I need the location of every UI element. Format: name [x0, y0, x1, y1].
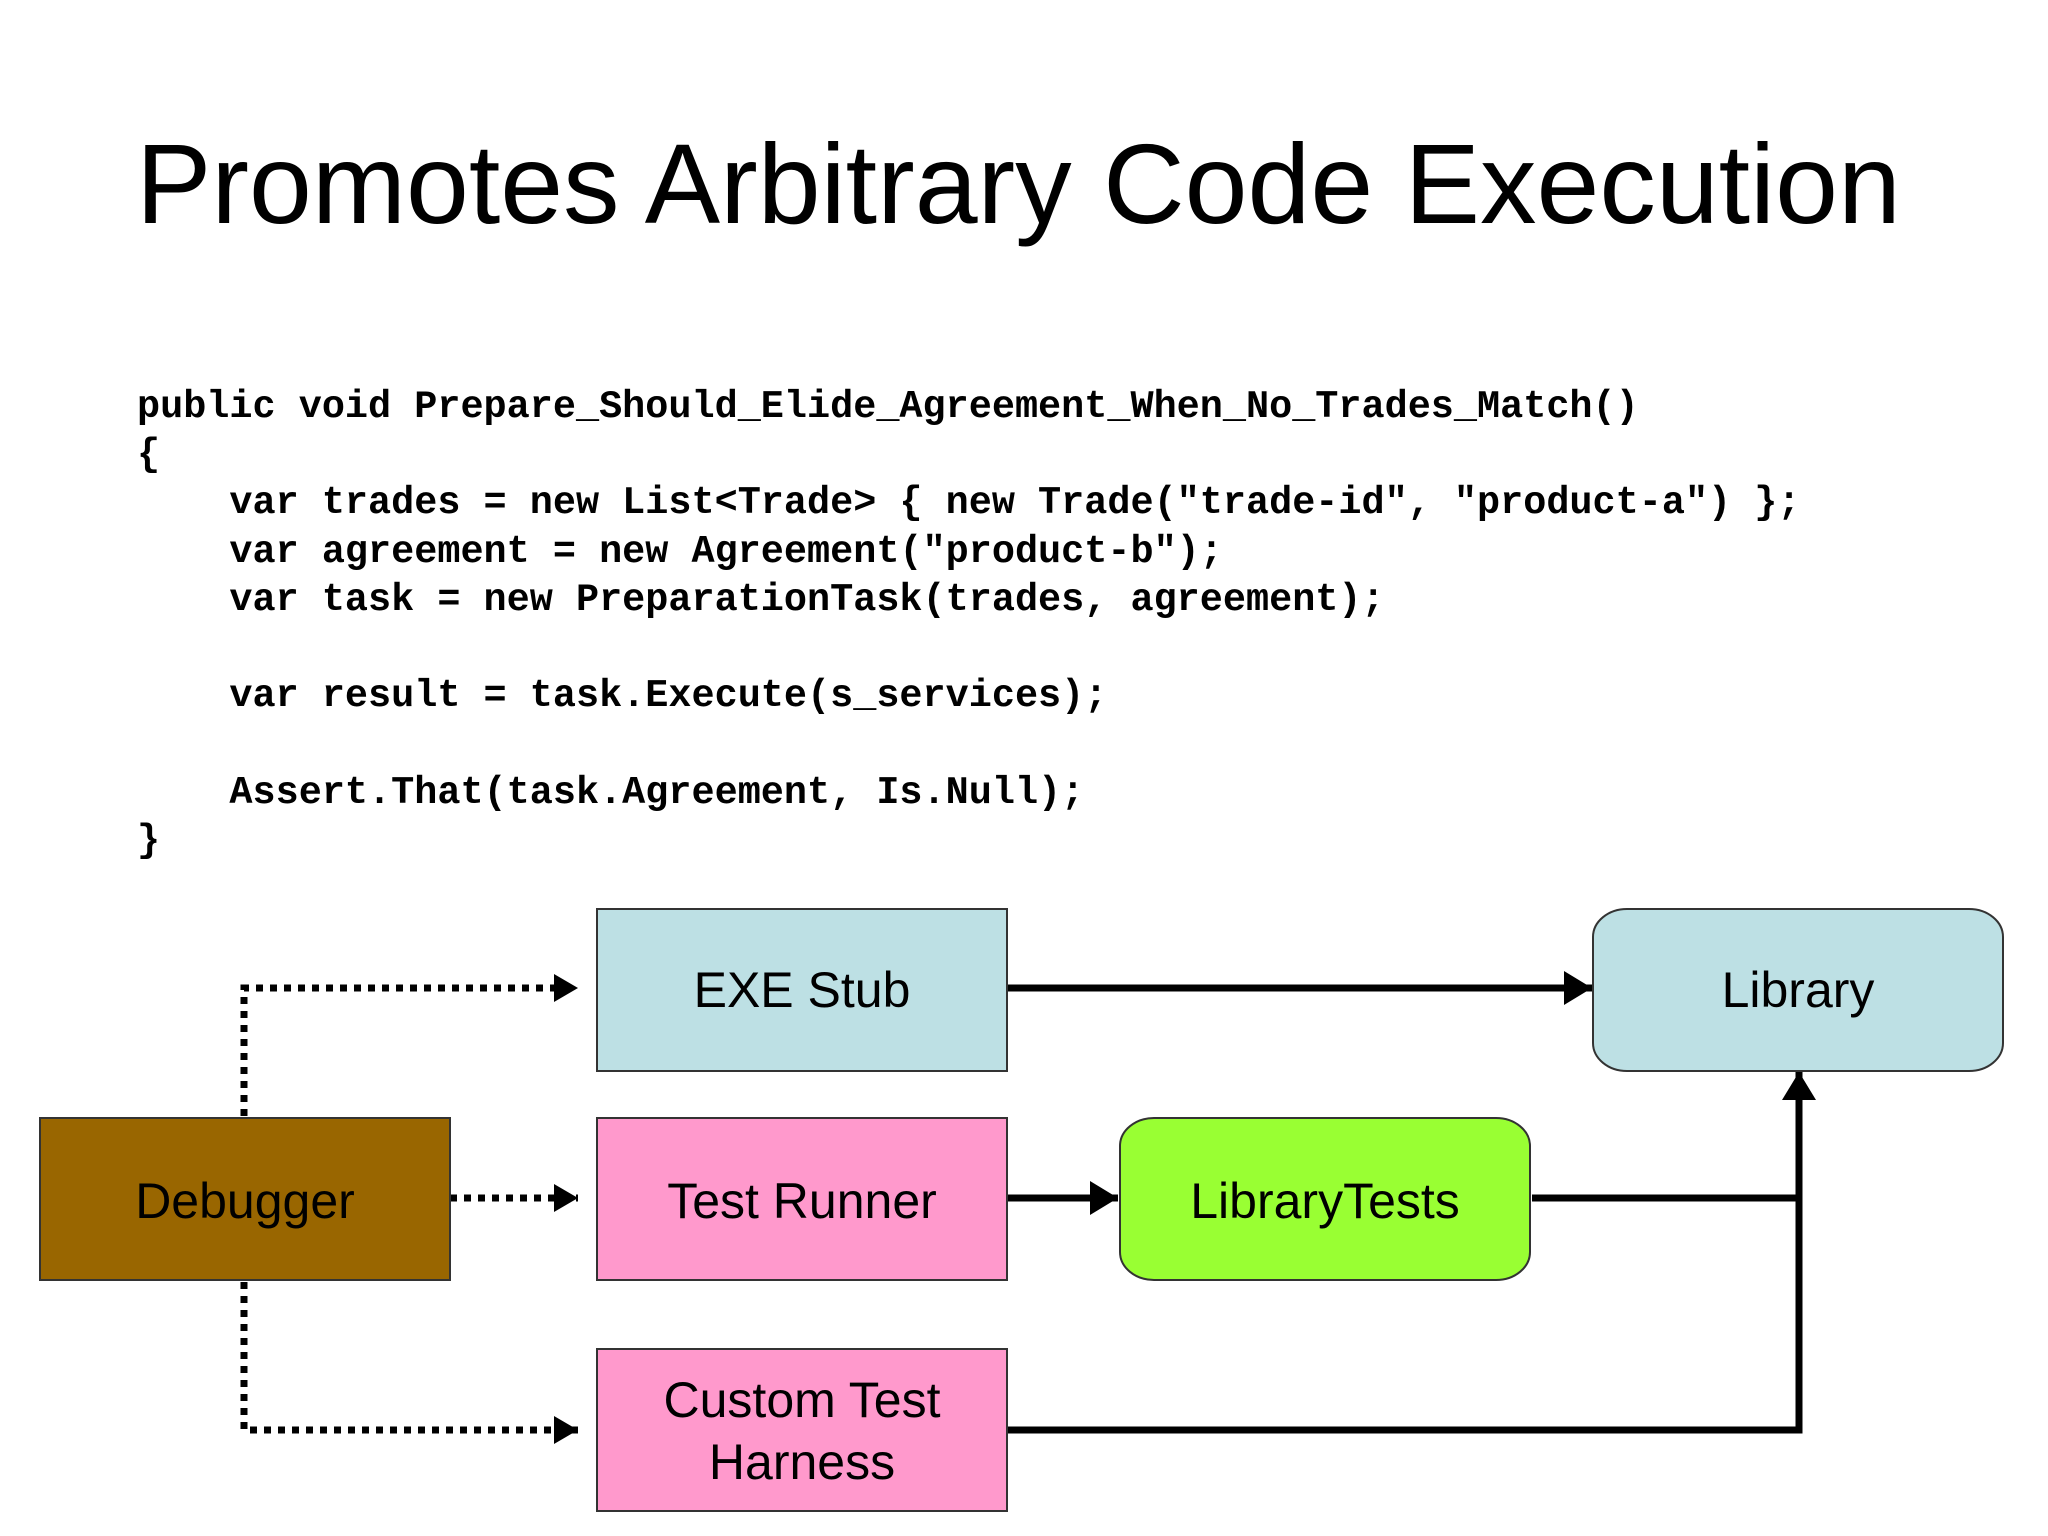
test-runner-rect	[596, 1117, 1008, 1281]
custom-harness-rect	[596, 1348, 1008, 1512]
code-line: var result = task.Execute(s_services);	[137, 674, 1108, 719]
code-line: public void Prepare_Should_Elide_Agreeme…	[137, 385, 1639, 429]
debugger-rect	[39, 1117, 451, 1281]
custom-harness-label-line2: Harness	[709, 1434, 895, 1490]
edge-debugger-to-custom-harness	[240, 1282, 578, 1444]
library-tests-rect	[1119, 1117, 1531, 1281]
slide-title: Promotes Arbitrary Code Execution	[136, 121, 1901, 247]
exe-stub-label: EXE Stub	[694, 962, 911, 1018]
library-rect	[1592, 908, 2004, 1072]
dotted-connectors	[240, 974, 578, 1444]
edge-custom-harness-to-library	[1007, 1072, 1816, 1434]
library-tests-box: LibraryTests	[1119, 1117, 1531, 1281]
edge-debugger-to-exe-stub	[240, 974, 578, 1116]
library-label: Library	[1722, 962, 1875, 1018]
test-runner-box: Test Runner	[596, 1117, 1008, 1281]
code-line: }	[137, 818, 161, 863]
test-runner-label: Test Runner	[667, 1173, 937, 1229]
exe-stub-box: EXE Stub	[596, 908, 1008, 1072]
library-tests-label: LibraryTests	[1190, 1173, 1460, 1229]
code-line: {	[137, 433, 161, 478]
code-line: var agreement = new Agreement("product-b…	[137, 529, 1223, 574]
custom-harness-label-line1: Custom Test	[664, 1372, 941, 1428]
code-block: public void Prepare_Should_Elide_Agreeme…	[137, 383, 1800, 865]
custom-harness-box: Custom Test Harness	[596, 1348, 1008, 1512]
debugger-label: Debugger	[135, 1173, 355, 1229]
library-box: Library	[1592, 908, 2004, 1072]
code-line: var trades = new List<Trade> { new Trade…	[137, 481, 1801, 526]
code-line: Assert.That(task.Agreement, Is.Null);	[137, 770, 1085, 815]
code-line: var task = new PreparationTask(trades, a…	[137, 577, 1385, 622]
exe-stub-rect	[596, 908, 1008, 1072]
solid-connectors	[1007, 971, 1816, 1434]
debugger-box: Debugger	[39, 1117, 451, 1281]
